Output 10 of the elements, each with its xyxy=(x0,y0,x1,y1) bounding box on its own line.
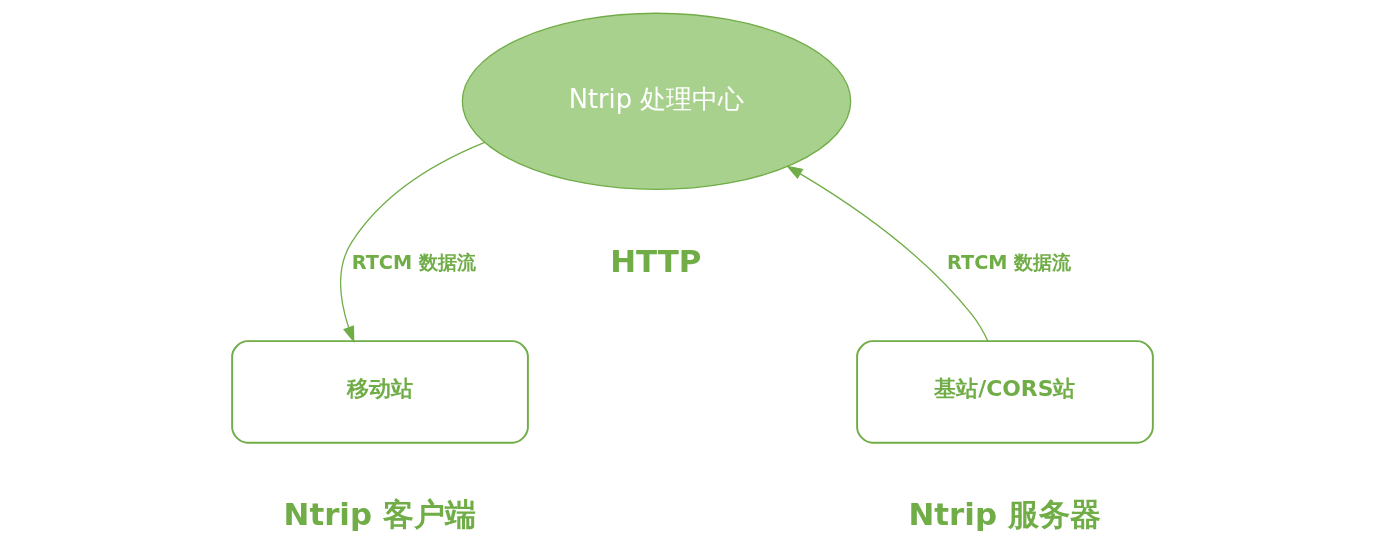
edge-label: RTCM 数据流 xyxy=(351,250,476,274)
arrow xyxy=(339,141,485,343)
node-box: 基站/CORS站 xyxy=(855,340,1154,444)
node-ellipse: Ntrip 处理中心 xyxy=(461,12,851,191)
arrow xyxy=(785,165,989,342)
edge-label: RTCM 数据流 xyxy=(946,250,1071,274)
node-label: Ntrip 服务器 xyxy=(908,496,1101,533)
node-label: HTTP xyxy=(609,242,701,279)
node-box: 移动站 xyxy=(230,340,529,444)
node-label: Ntrip 客户端 xyxy=(283,496,476,533)
